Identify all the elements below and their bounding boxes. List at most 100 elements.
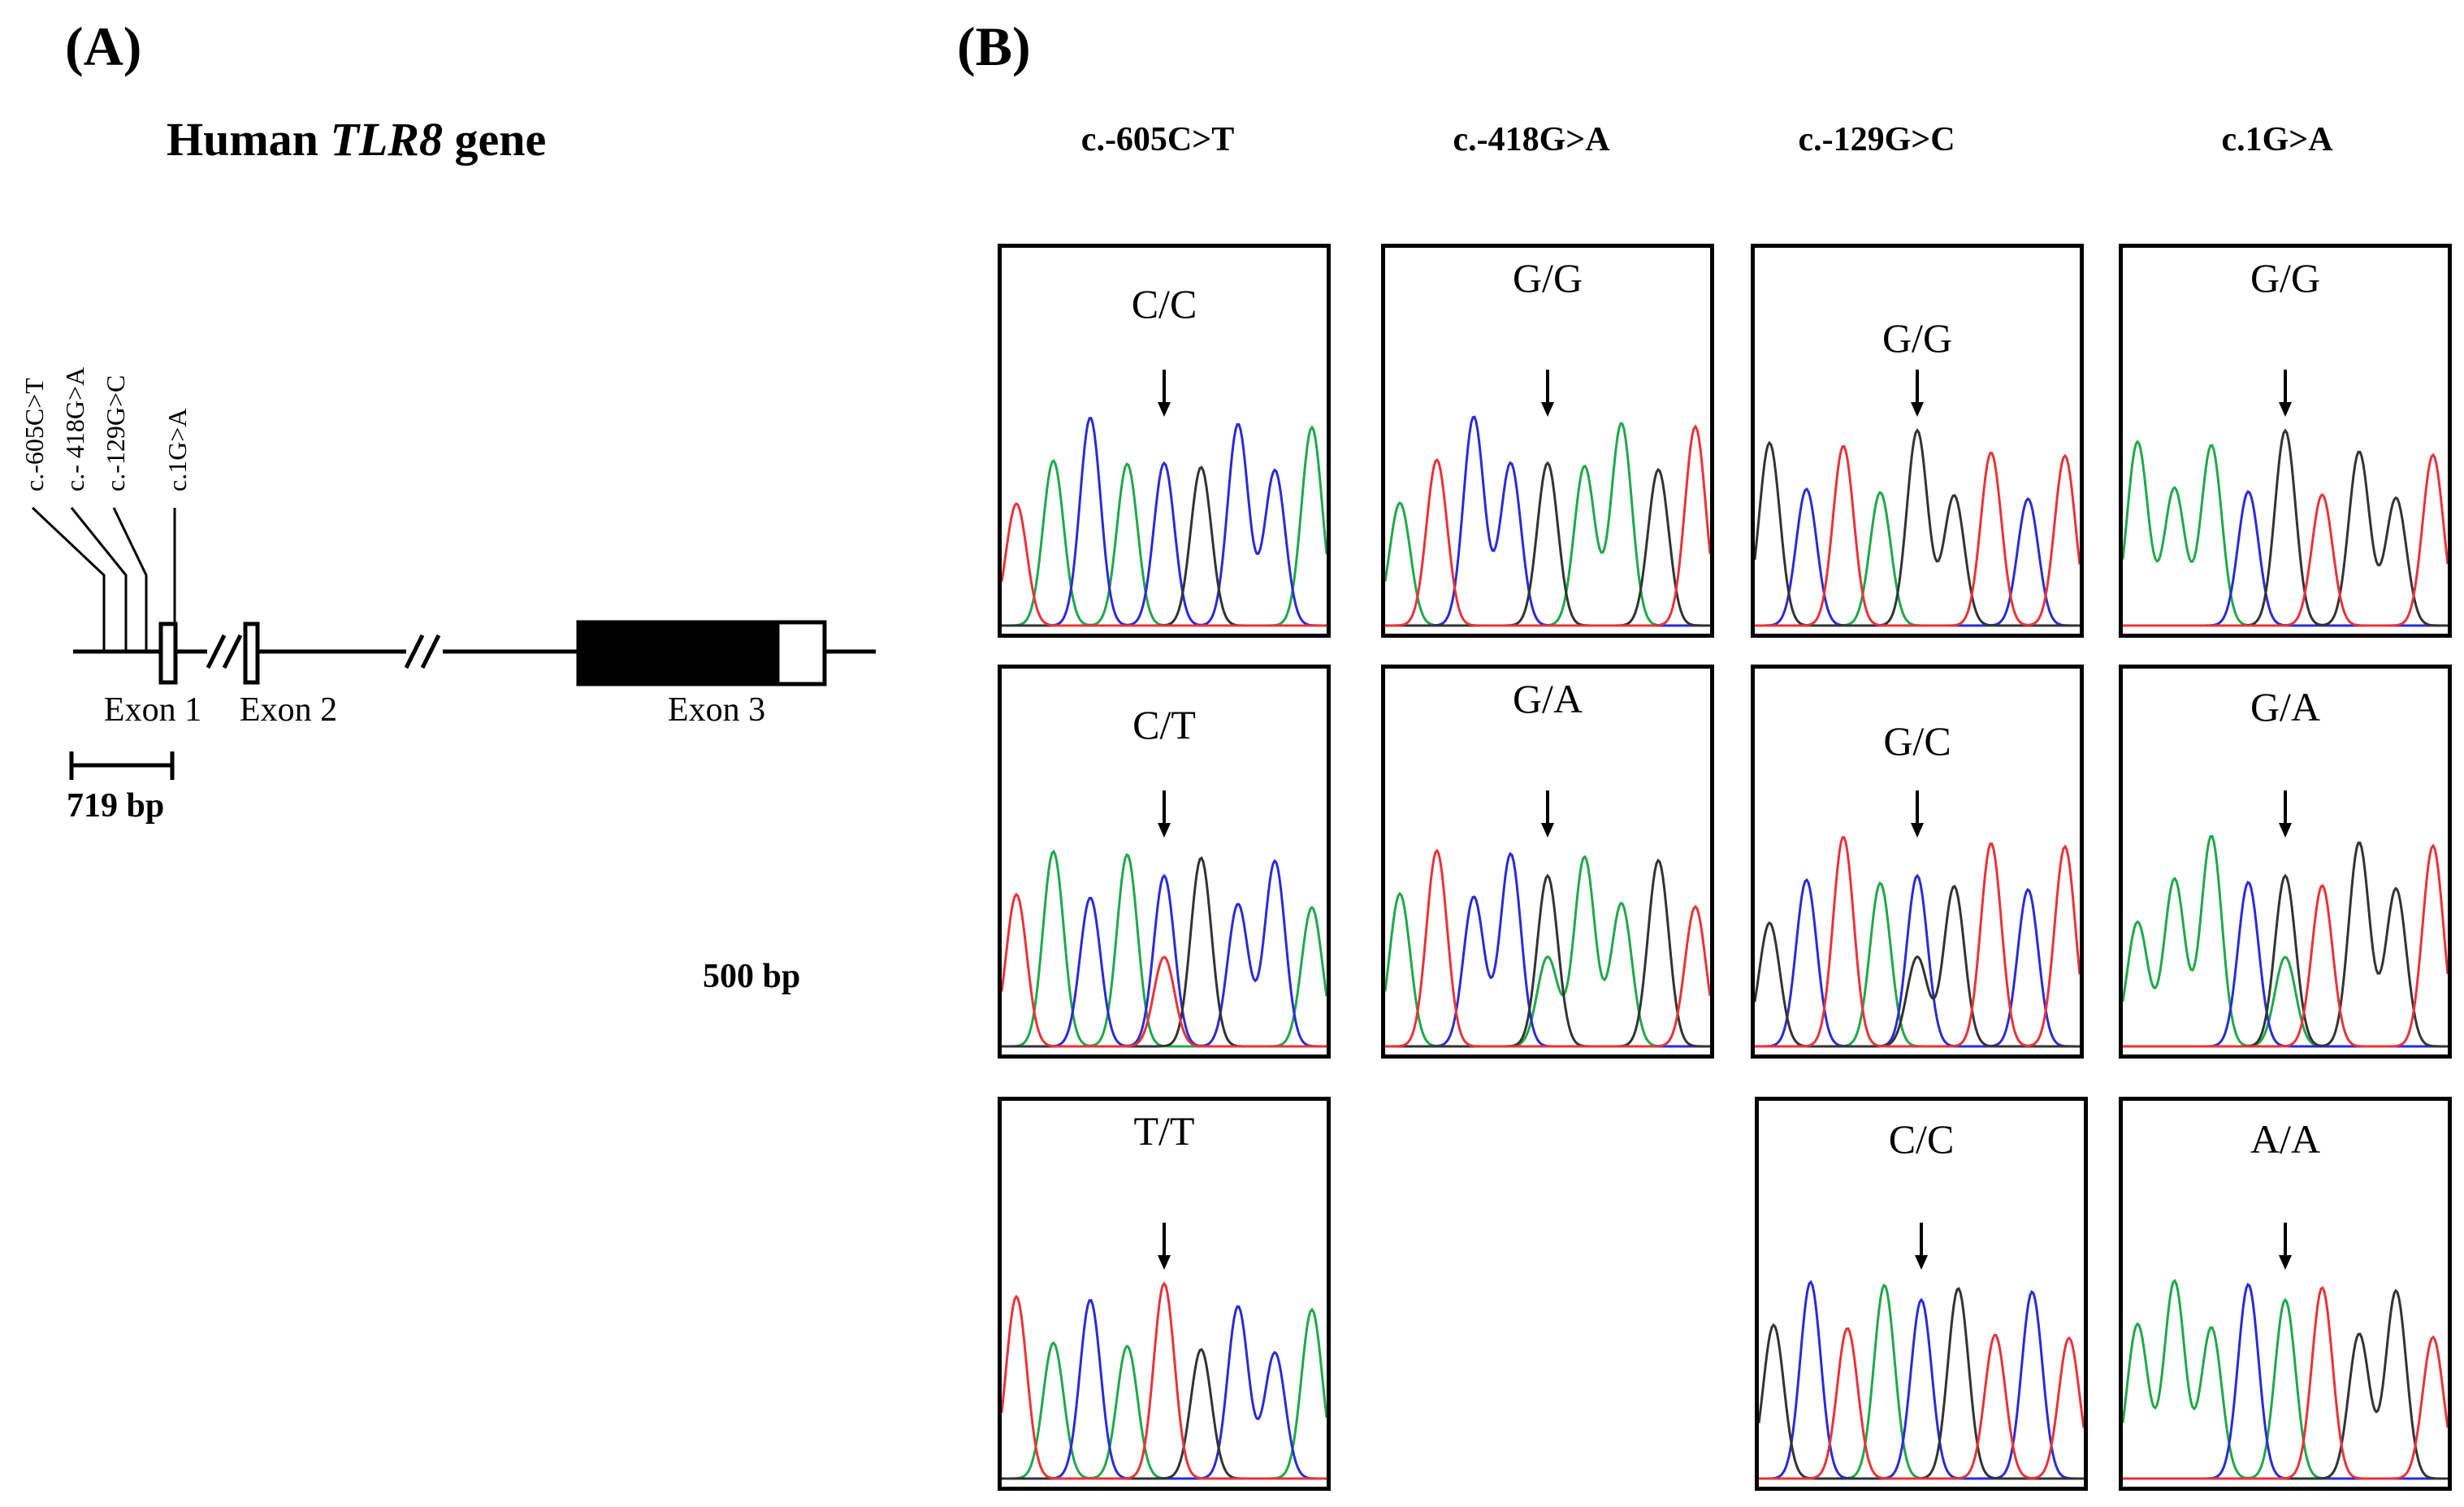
trace-g <box>1759 1286 2084 1480</box>
chromatogram-trace <box>2123 370 2448 627</box>
chromatogram-trace <box>1755 370 2080 627</box>
exon-3-coding <box>576 620 780 686</box>
snp-label: c.1G>A <box>162 408 192 492</box>
snp-pointer-605 <box>31 506 106 652</box>
trace-g <box>2123 428 2448 627</box>
chromatogram-trace <box>1385 790 1710 1048</box>
trace-g <box>1755 428 2080 627</box>
trace-a <box>1002 425 1327 627</box>
chromatogram-trace <box>2123 1223 2448 1480</box>
trace-a <box>1385 855 1710 1048</box>
genotype-label: G/G <box>1512 255 1583 301</box>
panel-a-label: (A) <box>65 15 142 77</box>
chromatogram-trace <box>1385 370 1710 627</box>
genotype-label: T/T <box>1133 1108 1195 1154</box>
chromatogram-panel: C/T <box>998 665 1331 1059</box>
chromatogram-panel: C/C <box>1755 1097 2088 1491</box>
trace-c <box>1755 873 2080 1048</box>
trace-t <box>1385 848 1710 1048</box>
column-header: c.1G>A <box>2221 121 2333 158</box>
trace-a <box>1002 849 1327 1048</box>
trace-t <box>2123 453 2448 627</box>
trace-t <box>1385 424 1710 627</box>
chromatogram-panel: C/C <box>998 244 1331 638</box>
genotype-label: G/G <box>2250 255 2321 301</box>
trace-t <box>1002 892 1327 1048</box>
genotype-label: C/T <box>1132 702 1196 747</box>
trace-t <box>1755 444 2080 627</box>
chromatogram-trace <box>1759 1223 2084 1480</box>
trace-a <box>1002 1307 1327 1480</box>
trace-a <box>1755 881 2080 1048</box>
snp-pointer-129 <box>112 507 148 652</box>
trace-c <box>2123 881 2448 1048</box>
column-header: c.-418G>A <box>1453 121 1610 158</box>
snp-arrow-icon <box>2279 1223 2292 1270</box>
gene-title-suffix: gene <box>443 113 547 166</box>
snp-arrow-icon <box>1541 370 1554 417</box>
chromatogram-panel: G/A <box>2119 665 2452 1059</box>
genotype-label: G/A <box>2250 684 2321 730</box>
chromatogram-panel: A/A <box>2119 1097 2452 1491</box>
chromatogram-trace <box>1002 1223 1327 1480</box>
trace-g <box>1002 1348 1327 1480</box>
trace-a <box>1755 491 2080 627</box>
snp-label: c.-129G>C <box>101 375 130 492</box>
snp-label: c.-605C>T <box>19 378 49 492</box>
gene-title: Human TLR8 gene <box>167 112 546 167</box>
trace-g <box>1002 855 1327 1048</box>
snp-arrow-icon <box>1158 370 1171 417</box>
snp-arrow-icon <box>1541 790 1554 838</box>
snp-arrow-icon <box>1911 790 1924 838</box>
trace-g <box>1002 466 1327 627</box>
genotype-label: A/A <box>2250 1116 2321 1162</box>
genotype-label: C/C <box>1888 1116 1955 1162</box>
exon-1-label: Exon 1 <box>103 691 202 729</box>
chromatogram-trace <box>2123 790 2448 1048</box>
trace-a <box>2123 440 2448 627</box>
trace-t <box>2123 843 2448 1048</box>
gene-title-gene: TLR8 <box>330 113 443 166</box>
column-header: c.-605C>T <box>1080 121 1235 158</box>
trace-a <box>2123 834 2448 1048</box>
snp-arrow-icon <box>1158 790 1171 838</box>
trace-a <box>1385 422 1710 627</box>
panel-b-label: (B) <box>957 15 1031 77</box>
break-mark <box>420 634 441 669</box>
break-mark <box>206 634 227 669</box>
trace-g <box>1385 858 1710 1048</box>
snp-label: c.- 418G>A <box>60 366 89 492</box>
snp-arrow-icon <box>1911 370 1924 417</box>
scale-label-719: 719 bp <box>67 787 165 825</box>
trace-a <box>1759 1283 2084 1480</box>
trace-c <box>2123 1282 2448 1480</box>
chromatogram-panel: G/A <box>1381 665 1714 1059</box>
genotype-label: G/A <box>1512 676 1583 721</box>
exon-2-label: Exon 2 <box>239 691 338 729</box>
trace-c <box>1385 415 1710 627</box>
chromatogram-trace <box>1755 790 2080 1048</box>
exon-3-label: Exon 3 <box>667 691 766 729</box>
genotype-label: G/G <box>1882 315 1953 361</box>
chromatogram-panel: G/G <box>1751 244 2084 638</box>
exon-1-box <box>158 621 178 685</box>
trace-t <box>2123 1285 2448 1480</box>
gene-title-prefix: Human <box>167 113 331 166</box>
trace-g <box>1755 885 2080 1048</box>
scale-label-500: 500 bp <box>703 958 801 995</box>
snp-pointer-418 <box>70 507 128 652</box>
gene-structure-diagram <box>31 506 876 780</box>
trace-t <box>1002 1281 1327 1480</box>
trace-a <box>2123 1279 2448 1480</box>
trace-c <box>1002 1298 1327 1480</box>
trace-c <box>1002 859 1327 1048</box>
chromatogram-panel: T/T <box>998 1097 1331 1491</box>
trace-t <box>1759 1327 2084 1480</box>
trace-g <box>1385 461 1710 627</box>
chromatogram-panel: G/G <box>2119 244 2452 638</box>
trace-c <box>1755 487 2080 627</box>
trace-t <box>1002 501 1327 627</box>
trace-c <box>1385 851 1710 1048</box>
exon-3-utr <box>775 620 827 686</box>
snp-arrow-icon <box>2279 790 2292 838</box>
